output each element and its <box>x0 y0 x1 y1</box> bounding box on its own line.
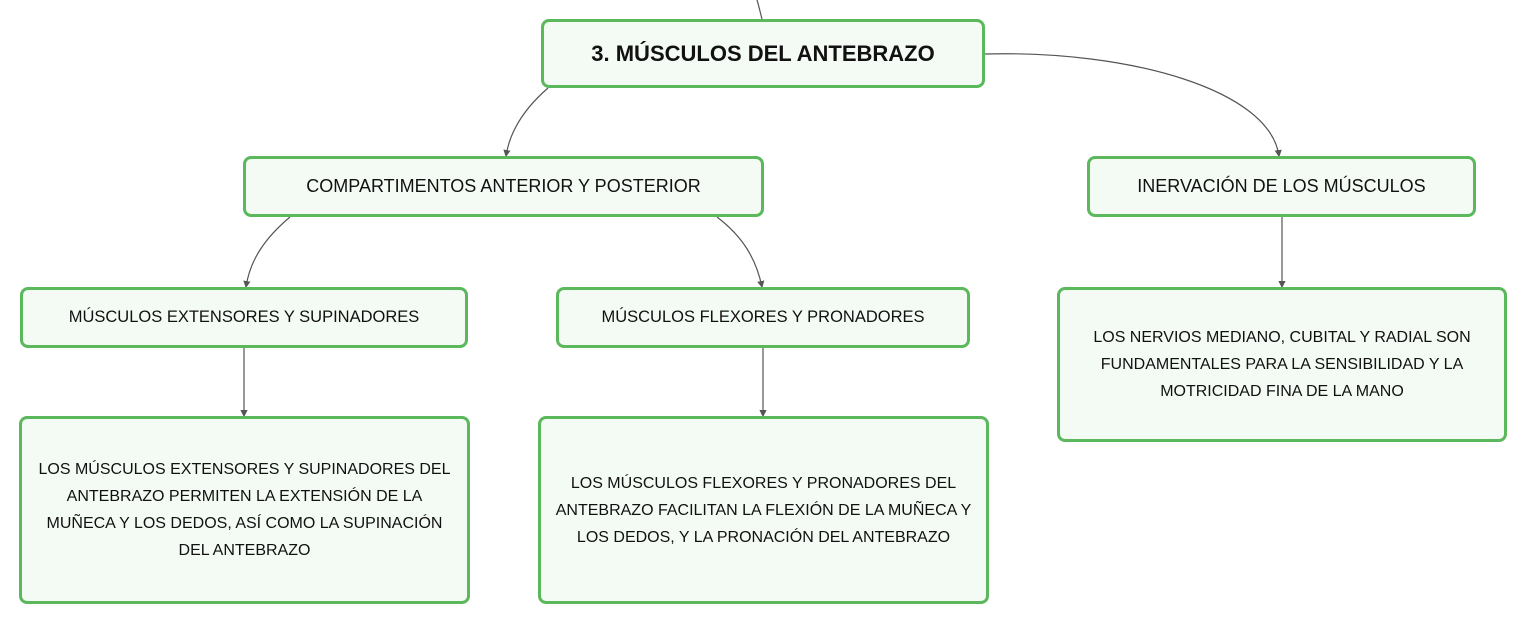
root-node[interactable]: 3. MÚSCULOS DEL ANTEBRAZO <box>541 19 985 88</box>
extensors-node[interactable]: MÚSCULOS EXTENSORES Y SUPINADORES <box>20 287 468 348</box>
connector-parent-to-root <box>756 0 763 20</box>
innervation-node[interactable]: INERVACIÓN DE LOS MÚSCULOS <box>1087 156 1476 217</box>
flexors-node-label: MÚSCULOS FLEXORES Y PRONADORES <box>601 308 925 326</box>
flexors-description-text: LOS MÚSCULOS FLEXORES Y PRONADORES DEL A… <box>555 474 972 546</box>
flexors-description-node[interactable]: LOS MÚSCULOS FLEXORES Y PRONADORES DEL A… <box>538 416 989 604</box>
extensors-node-label: MÚSCULOS EXTENSORES Y SUPINADORES <box>68 308 420 326</box>
extensors-description-text: LOS MÚSCULOS EXTENSORES Y SUPINADORES DE… <box>38 461 451 559</box>
connector-root-to-innervation <box>984 53 1282 158</box>
extensors-description-node[interactable]: LOS MÚSCULOS EXTENSORES Y SUPINADORES DE… <box>19 416 470 604</box>
connector-compartments-to-extensors <box>243 216 291 289</box>
connector-compartments-to-flexors <box>716 216 765 289</box>
root-node-label: 3. MÚSCULOS DEL ANTEBRAZO <box>591 40 935 66</box>
nerves-description-text: LOS NERVIOS MEDIANO, CUBITAL Y RADIAL SO… <box>1093 329 1471 400</box>
innervation-node-label: INERVACIÓN DE LOS MÚSCULOS <box>1137 176 1426 196</box>
compartments-node[interactable]: COMPARTIMENTOS ANTERIOR Y POSTERIOR <box>243 156 764 217</box>
flexors-node[interactable]: MÚSCULOS FLEXORES Y PRONADORES <box>556 287 970 348</box>
nerves-description-node[interactable]: LOS NERVIOS MEDIANO, CUBITAL Y RADIAL SO… <box>1057 287 1507 442</box>
compartments-node-label: COMPARTIMENTOS ANTERIOR Y POSTERIOR <box>306 176 701 196</box>
connector-root-to-compartments <box>503 87 549 158</box>
